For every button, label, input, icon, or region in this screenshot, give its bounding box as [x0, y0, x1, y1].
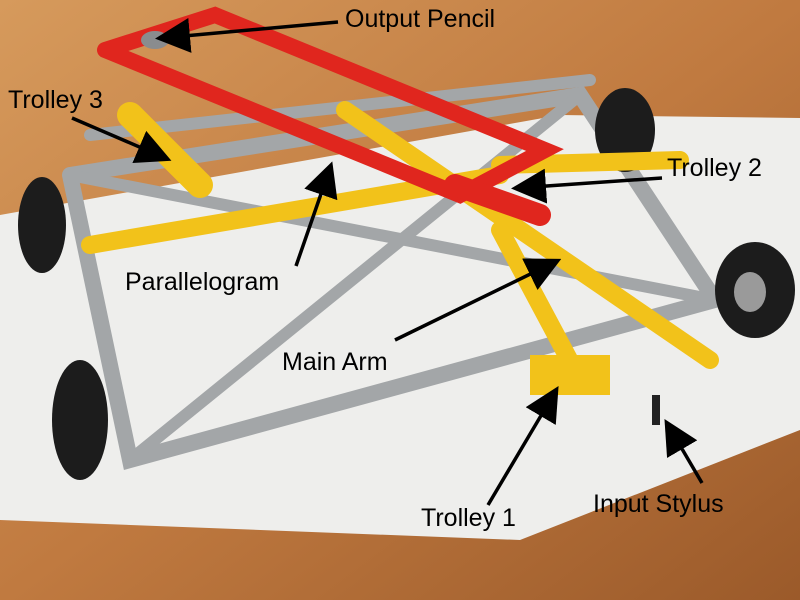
output-pencil-holder: [141, 31, 169, 49]
arrow-parallelogram: [294, 161, 338, 267]
arrow-trolley-2: [511, 168, 663, 204]
label-main-arm: Main Arm: [282, 348, 388, 376]
arrow-output-pencil: [155, 18, 339, 53]
label-trolley-2: Trolley 2: [667, 154, 762, 182]
arrow-input-stylus: [664, 418, 704, 484]
arrow-trolley-1: [486, 385, 559, 506]
label-parallelogram: Parallelogram: [125, 268, 280, 296]
wheels: [18, 88, 795, 480]
label-trolley-1: Trolley 1: [421, 504, 516, 532]
label-output-pencil: Output Pencil: [345, 5, 496, 33]
input-stylus-rod: [652, 395, 660, 425]
arrow-main-arm: [394, 258, 562, 342]
label-trolley-3: Trolley 3: [8, 86, 103, 114]
arrow-trolley-3: [71, 116, 172, 164]
label-input-stylus: Input Stylus: [593, 490, 724, 518]
annotation-arrows: [71, 18, 704, 506]
